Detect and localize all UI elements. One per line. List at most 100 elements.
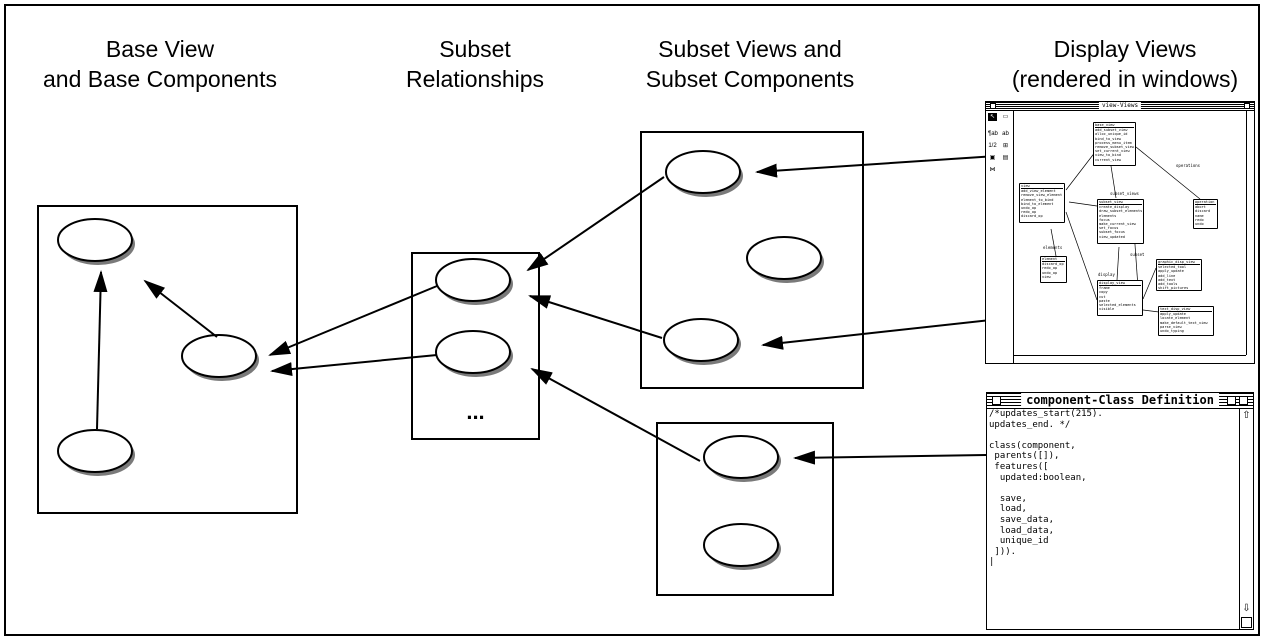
table-tool-icon[interactable]: ▤ <box>1002 155 1009 161</box>
class-item: visible <box>1099 307 1115 312</box>
link-tool-icon[interactable]: ⋈ <box>989 167 996 173</box>
subset-ellipse-1 <box>665 150 743 197</box>
horizontal-scrollbar[interactable] <box>1014 355 1246 363</box>
class-item: selected_elements <box>1099 303 1136 308</box>
arrow-subset4-to-rel2 <box>530 368 701 462</box>
class-title: element <box>1042 257 1065 263</box>
rect-tool-icon[interactable]: ▭ <box>1002 114 1009 120</box>
grid-tool-icon[interactable]: ⊞ <box>1002 143 1009 149</box>
heading-rel-line-2: Relationships <box>405 66 545 92</box>
arrow-definition-to-subset4 <box>793 450 987 465</box>
resize-box-icon[interactable] <box>1241 617 1252 628</box>
class-item: name <box>1195 213 1204 218</box>
class-item: add_text <box>1158 277 1176 282</box>
scroll-up-icon[interactable]: ⇧ <box>1242 410 1251 421</box>
class-title: subset_view <box>1099 200 1142 206</box>
diagram-frame <box>4 4 1260 636</box>
class-box-graphic-disp-view[interactable]: graphic_disp_view selected_tool apply_up… <box>1156 259 1202 291</box>
class-item: add_subset_view <box>1095 128 1128 133</box>
number-tool-icon[interactable]: 1/2 <box>988 143 997 149</box>
base-ellipse-right <box>181 334 259 381</box>
class-item: redo_op <box>1042 266 1058 271</box>
class-item: frame <box>1099 286 1110 291</box>
heading-display-line-1: Display Views <box>1053 36 1197 62</box>
definition-window-titlebar[interactable]: component-Class Definition <box>987 393 1253 409</box>
heading-rel-line-1: Subset <box>439 36 511 62</box>
arrow-subset3-to-rel1 <box>528 295 663 339</box>
arrow-tool-icon[interactable]: ↖ <box>988 113 997 121</box>
class-title: text_disp_view <box>1160 307 1212 313</box>
class-definition-window[interactable]: component-Class Definition /*updates_sta… <box>986 392 1254 630</box>
scroll-down-icon[interactable]: ⇩ <box>1242 603 1251 614</box>
class-item: undo_op <box>1042 270 1058 275</box>
class-box-text-disp-view[interactable]: text_disp_view apply_update locate_eleme… <box>1158 306 1214 336</box>
close-box-icon[interactable] <box>992 396 1001 405</box>
class-item: make_current_view <box>1099 222 1136 227</box>
class-title: display_view <box>1099 281 1141 287</box>
heading-display-views: Display Views (rendered in windows) <box>990 34 1260 94</box>
class-item: copy <box>1099 290 1108 295</box>
subset-ellipse-5 <box>703 523 781 570</box>
subset-ellipse-2 <box>746 236 824 283</box>
class-item: paste <box>1099 298 1110 303</box>
class-item: cut <box>1099 294 1106 299</box>
tool-palette: ↖ ▭ ¶ab ab 1/2 ⊞ ▣ ▤ ⋈ <box>986 111 1014 363</box>
class-box-display-view[interactable]: display_view frame copy cut paste select… <box>1097 280 1143 316</box>
class-box-subset-view[interactable]: subset_view create_display draw_subset_e… <box>1097 199 1144 244</box>
class-item: redo <box>1195 217 1204 222</box>
class-box-operation[interactable]: operation abort discard name redo undo <box>1193 199 1218 229</box>
heading-display-line-2: (rendered in windows) <box>1011 66 1239 92</box>
assoc-label-subset-views: subset_views <box>1110 191 1139 196</box>
relationship-ellipse-2 <box>435 330 513 377</box>
class-item: draw_subset_elements <box>1099 209 1143 214</box>
box-tool-icon[interactable]: ▣ <box>989 155 996 161</box>
class-item: focus <box>1099 217 1110 222</box>
class-item: discard_op <box>1042 262 1064 267</box>
class-item: element_to_bind <box>1021 197 1054 202</box>
base-ellipse-top <box>57 218 135 265</box>
display-window-title: view-Views <box>1098 102 1142 110</box>
class-item: remove_view_element <box>1021 193 1063 198</box>
class-box-element[interactable]: element discard_op redo_op undo_op view <box>1040 256 1067 283</box>
class-title: base_view <box>1095 123 1134 129</box>
class-item: discard <box>1195 209 1211 214</box>
class-title: graphic_disp_view <box>1158 260 1200 266</box>
definition-window-title: component-Class Definition <box>1021 393 1219 408</box>
close-box-icon[interactable] <box>990 103 996 109</box>
class-item: bind_to_view <box>1095 136 1121 141</box>
class-item: current_view <box>1095 157 1121 162</box>
class-item: undo_op <box>1021 206 1037 211</box>
class-box-view[interactable]: view add_view_element remove_view_elemen… <box>1019 183 1065 223</box>
zoom-box-icon[interactable] <box>1244 103 1250 109</box>
class-definition-code[interactable]: /*updates_start(215). updates_end. */ cl… <box>989 409 1103 568</box>
assoc-label-subset: subset <box>1130 252 1145 257</box>
zoom-box-icon[interactable] <box>1239 396 1248 405</box>
label-tool-icon[interactable]: ab <box>1002 131 1009 137</box>
heading-base-line-2: and Base Components <box>43 66 277 92</box>
subset-ellipse-4 <box>703 435 781 482</box>
relationship-ellipse-1 <box>435 258 513 305</box>
heading-subset-views: Subset Views and Subset Components <box>605 34 895 94</box>
arrow-rel1-to-base-right <box>268 285 438 356</box>
collapse-box-icon[interactable] <box>1227 396 1236 405</box>
class-item: undo_typing <box>1160 329 1184 334</box>
class-item: apply_update <box>1158 269 1184 274</box>
subset-ellipse-3 <box>663 318 741 365</box>
arrow-rel2-to-base-right <box>270 354 438 377</box>
class-item: shift_pictures <box>1158 286 1189 291</box>
class-item: add_line <box>1158 273 1176 278</box>
heading-subset-line-2: Subset Components <box>645 66 855 92</box>
display-views-window[interactable]: view-Views ↖ ▭ ¶ab ab 1/2 ⊞ ▣ ▤ ⋈ base_v… <box>985 101 1255 364</box>
class-item: bind_to_element <box>1021 201 1054 206</box>
assoc-label-elements: elements <box>1043 245 1063 250</box>
assoc-label-display: display <box>1098 272 1115 277</box>
class-item: make_default_text_view <box>1160 320 1208 325</box>
vertical-scrollbar[interactable] <box>1246 111 1254 355</box>
class-title: operation <box>1195 200 1216 206</box>
text-tool-icon[interactable]: ¶ab <box>988 131 998 137</box>
vertical-scrollbar[interactable]: ⇧ ⇩ <box>1239 409 1253 629</box>
class-item: undo <box>1195 222 1204 227</box>
class-box-base-view[interactable]: base_view add_subset_view alloc_unique_i… <box>1093 122 1136 166</box>
display-window-titlebar[interactable]: view-Views <box>986 102 1254 111</box>
